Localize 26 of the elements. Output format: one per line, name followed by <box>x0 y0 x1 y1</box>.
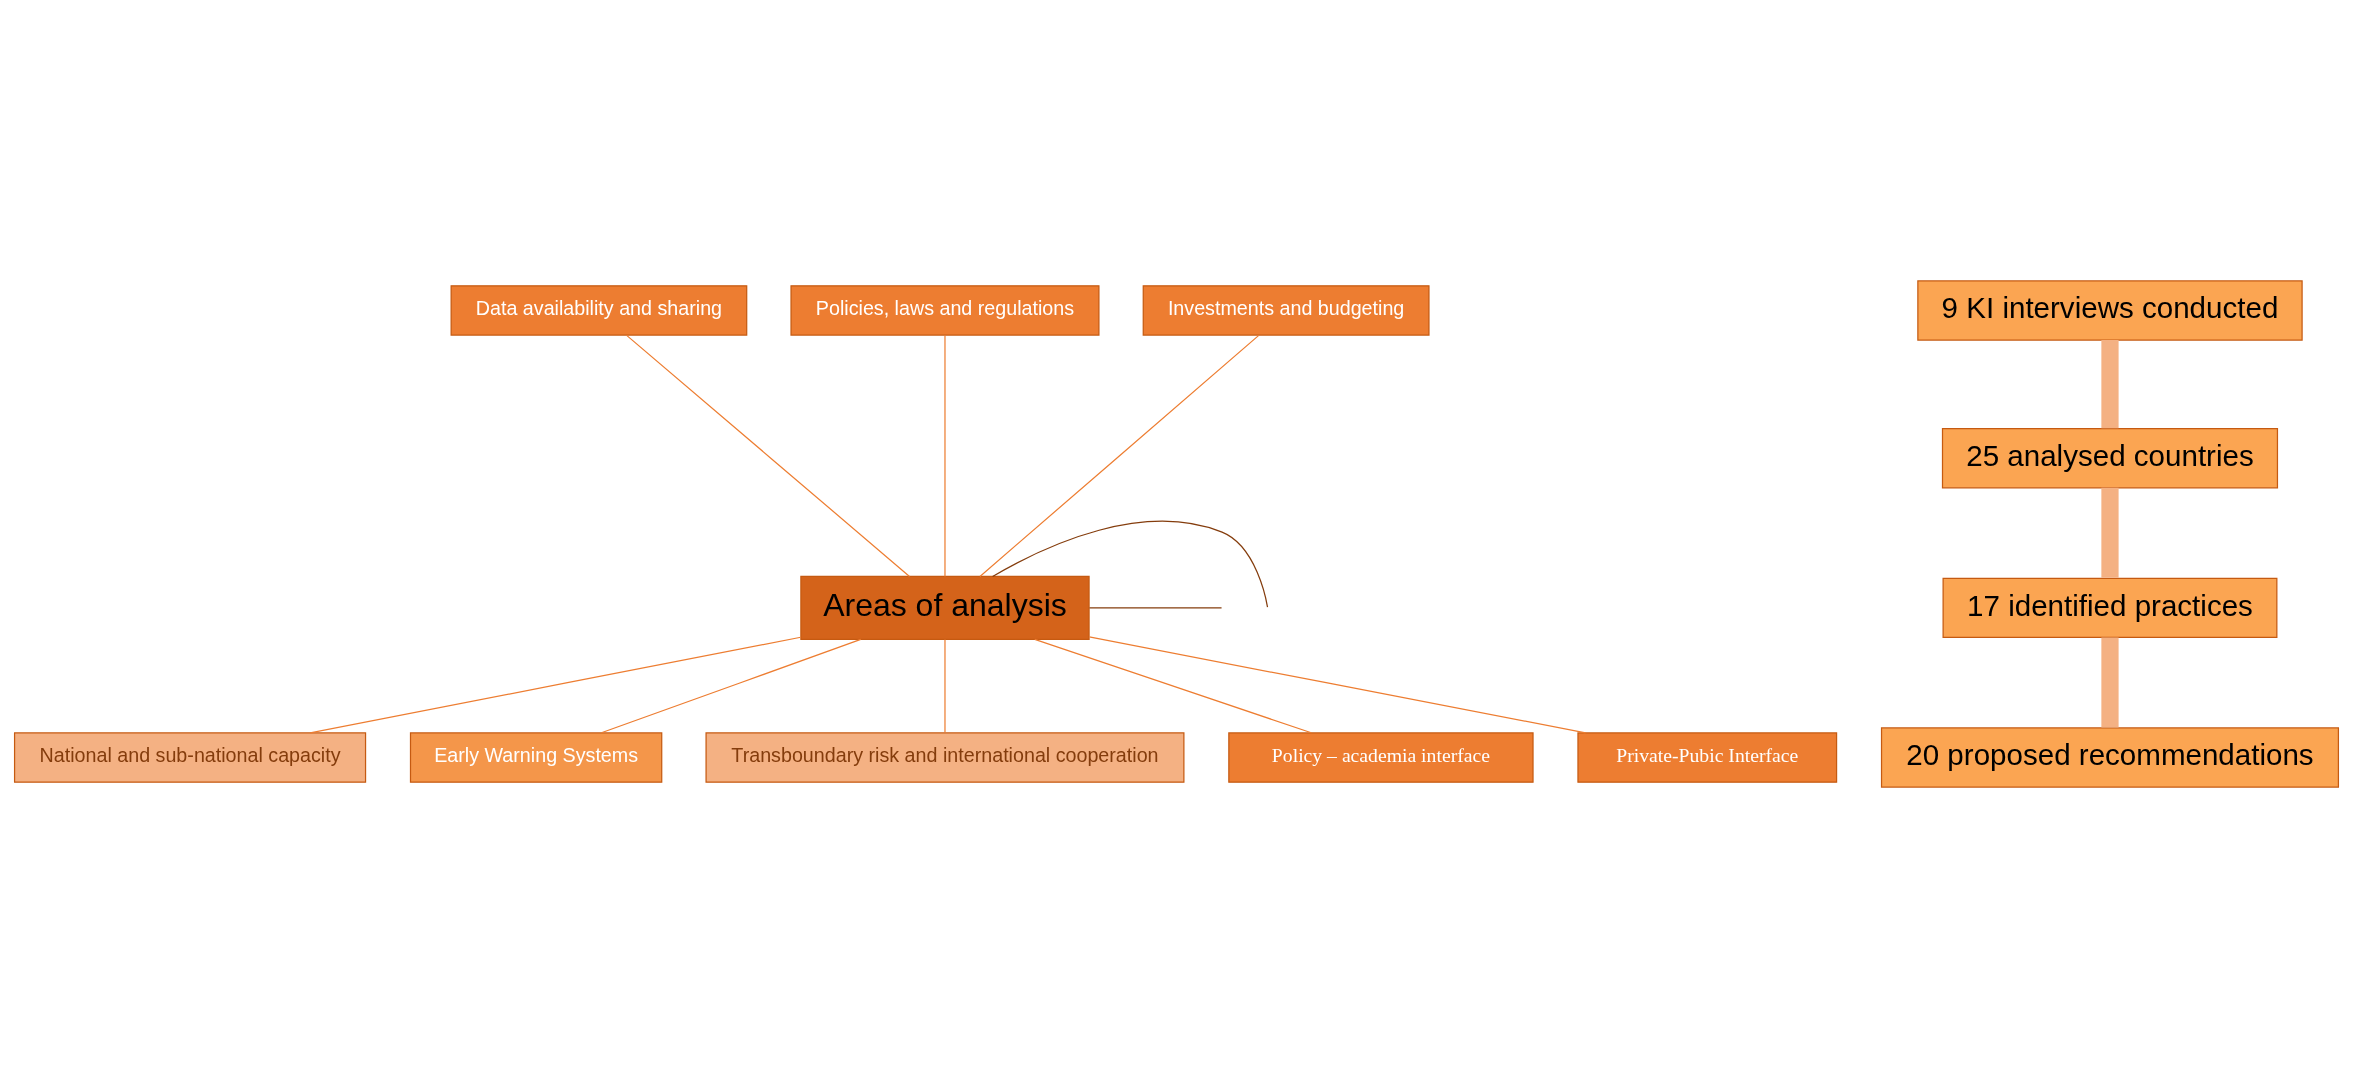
connector <box>2101 487 2119 578</box>
node-box: Early Warning Systems <box>409 732 663 783</box>
node-box: 25 analysed countries <box>1941 428 2279 489</box>
connector <box>1088 607 1223 609</box>
node-box: Investments and budgeting <box>1142 285 1430 336</box>
node-box: 20 proposed recommendations <box>1880 727 2340 788</box>
connector <box>992 520 1269 608</box>
node-box: 9 KI interviews conducted <box>1917 280 2303 341</box>
node-box: 17 identified practices <box>1942 577 2278 639</box>
connector <box>626 334 911 578</box>
node-box: National and sub-national capacity <box>13 732 367 783</box>
connector <box>309 636 802 734</box>
node-box: Transboundary risk and international cooperation <box>705 732 1185 783</box>
node-box: Policy – academia interface <box>1228 732 1534 783</box>
node-box: Policies, laws and regulations <box>790 285 1100 336</box>
node-box: Areas of analysis <box>800 575 1090 640</box>
connector <box>979 334 1260 578</box>
connector <box>1088 636 1587 734</box>
connector <box>944 334 946 578</box>
connector <box>600 638 862 734</box>
connector <box>2101 340 2119 429</box>
node-box: Private-Pubic Interface <box>1577 732 1838 783</box>
connector <box>2101 637 2119 728</box>
connector <box>944 639 946 734</box>
node-box: Data availability and sharing <box>450 285 748 336</box>
connector <box>1034 638 1312 734</box>
